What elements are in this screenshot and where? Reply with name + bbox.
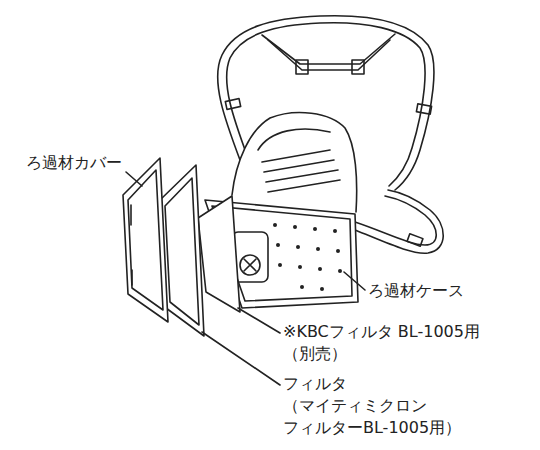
part-label: ※KBCフィルタ BL-1005用（別売）: [283, 321, 483, 365]
part-label: ろ過材ケース: [368, 280, 518, 302]
part-label: フィルタ （マイティミクロン フィルターBL-1005用）: [283, 373, 483, 439]
part-label: ろ過材カバー: [26, 152, 166, 174]
